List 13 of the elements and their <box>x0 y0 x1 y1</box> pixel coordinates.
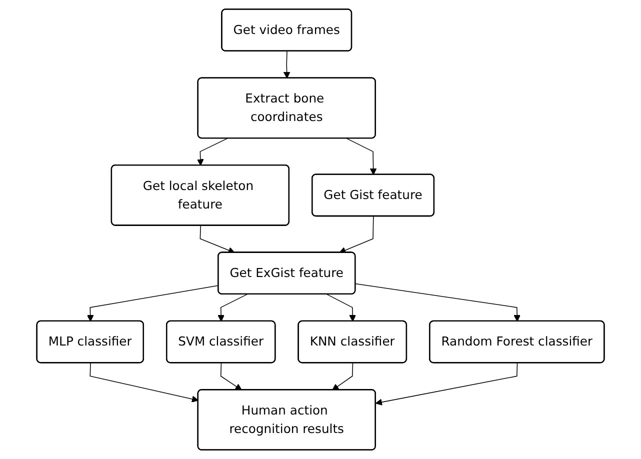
arrow <box>283 50 290 79</box>
arrow <box>355 283 520 322</box>
arrow <box>86 285 219 322</box>
arrow <box>339 216 374 254</box>
arrow <box>220 362 242 390</box>
arrow <box>346 138 377 176</box>
arrow <box>332 362 354 390</box>
arrow <box>375 362 518 406</box>
arrow <box>218 294 248 322</box>
arrow <box>90 362 199 402</box>
arrow <box>200 225 235 254</box>
arrow <box>326 294 356 322</box>
arrow <box>197 138 228 166</box>
